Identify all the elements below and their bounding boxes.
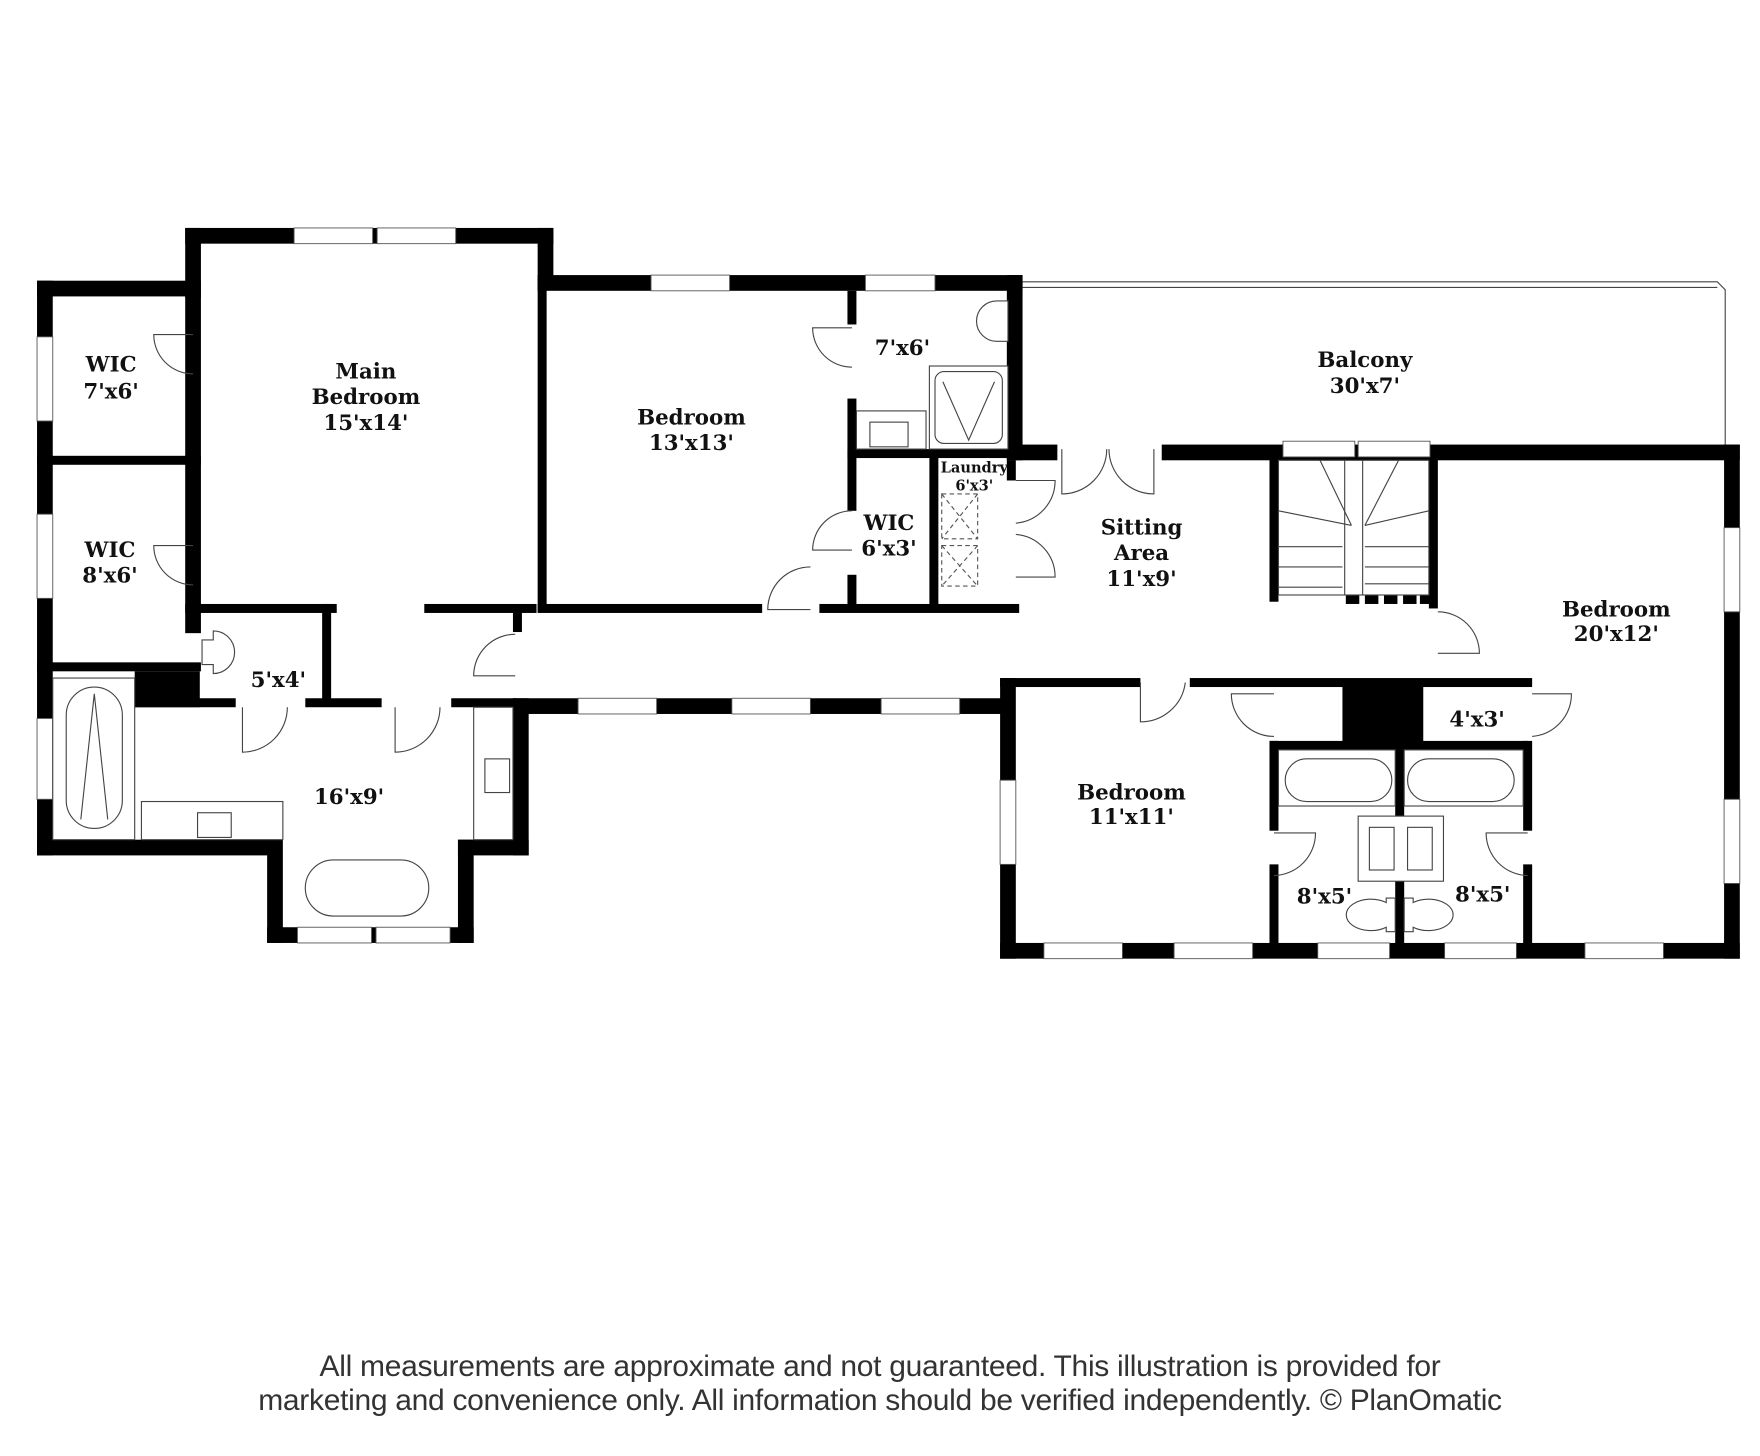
room-name-main-bedroom-2: Bedroom xyxy=(312,385,421,410)
staircase xyxy=(1277,459,1430,596)
windows xyxy=(36,227,1741,960)
room-name-laundry: Laundry xyxy=(941,460,1009,477)
room-name-balcony: Balcony xyxy=(1317,348,1413,373)
room-name-bedroom-3: Bedroom xyxy=(1562,597,1671,622)
room-size-laundry: 6'x3' xyxy=(955,478,993,495)
fixtures xyxy=(52,300,1524,933)
room-size-main-bedroom: 15'x14' xyxy=(323,411,408,436)
room-name-bedroom-2: Bedroom xyxy=(637,405,746,430)
room-size-wic-1: 7'x6' xyxy=(83,380,138,405)
room-name-wic-1: WIC xyxy=(85,353,137,378)
room-size-balcony: 30'x7' xyxy=(1330,374,1400,399)
room-size-bath-4: 8'x5' xyxy=(1455,882,1510,907)
room-name-sitting-area-2: Area xyxy=(1113,541,1169,566)
room-size-bedroom-2: 13'x13' xyxy=(649,431,734,456)
room-name-sitting-area-1: Sitting xyxy=(1101,515,1183,540)
disclaimer-line-2: marketing and convenience only. All info… xyxy=(258,1384,1502,1417)
room-name-bedroom-4: Bedroom xyxy=(1077,780,1186,805)
room-size-bath-3: 8'x5' xyxy=(1297,885,1352,910)
room-size-bedroom-3: 20'x12' xyxy=(1574,622,1659,647)
room-size-closet: 4'x3' xyxy=(1449,707,1504,732)
disclaimer-line-1: All measurements are approximate and not… xyxy=(319,1350,1441,1383)
room-size-wic-2: 8'x6' xyxy=(82,564,137,589)
room-size-main-bath: 16'x9' xyxy=(314,785,384,810)
room-size-bedroom-4: 11'x11' xyxy=(1089,805,1174,830)
room-name-wic-3: WIC xyxy=(863,511,915,536)
room-size-bath-2: 7'x6' xyxy=(875,336,930,361)
room-labels: WIC 7'x6' Main Bedroom 15'x14' WIC 8'x6'… xyxy=(82,336,1671,910)
room-name-wic-2: WIC xyxy=(84,538,136,563)
room-size-wc: 5'x4' xyxy=(251,668,306,693)
doors xyxy=(153,327,1572,877)
disclaimer: All measurements are approximate and not… xyxy=(0,1350,1760,1418)
room-name-main-bedroom-1: Main xyxy=(335,359,396,384)
room-size-sitting-area: 11'x9' xyxy=(1106,567,1176,592)
room-size-wic-3: 6'x3' xyxy=(861,537,916,562)
